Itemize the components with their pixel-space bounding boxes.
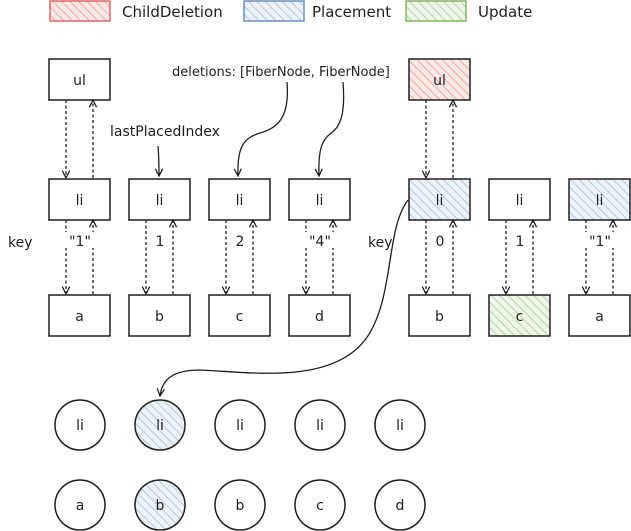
circle-child-a (54, 479, 106, 531)
right-ul-label: ul (433, 73, 446, 89)
right-key-value-2: 1 (516, 234, 525, 250)
left-li-node-4 (288, 178, 351, 221)
left-li-label-1: li (76, 193, 84, 209)
left-ul-label: ul (73, 73, 86, 89)
circle-li-label-3: li (236, 418, 244, 434)
left-li-label-4: li (316, 193, 324, 209)
left-child-label-c: c (236, 309, 244, 325)
right-li-label-3: li (596, 193, 604, 209)
circle-child-b (214, 479, 266, 531)
right-li-label-1: li (436, 193, 444, 209)
right-child-label-c: c (516, 309, 524, 325)
right-tree: ul li li li key 0 1 "1" b c a (160, 58, 631, 396)
circle-child-label-1: a (76, 498, 85, 514)
right-ul-node (408, 58, 471, 101)
annotations: lastPlacedIndex deletions: [FiberNode, F… (110, 65, 390, 176)
right-li-node-3 (568, 178, 631, 221)
circle-li-label-4: li (316, 418, 324, 434)
legend-label-childdeletion: ChildDeletion (122, 3, 223, 21)
circle-li-label-2: li (156, 418, 164, 434)
left-key-value-1: "1" (69, 234, 91, 250)
left-li-label-3: li (236, 193, 244, 209)
right-child-node-b (408, 294, 471, 337)
right-li-node-2 (488, 178, 551, 221)
last-placed-index-arrow (158, 145, 159, 176)
right-child-label-b: b (435, 309, 444, 325)
right-child-node-a (568, 294, 631, 337)
left-child-label-b: b (155, 309, 164, 325)
left-child-node-c (208, 294, 271, 337)
right-key-label: key (368, 235, 393, 251)
deletion-arrow-d (319, 81, 345, 176)
right-li-label-2: li (516, 193, 524, 209)
left-ul-node (48, 58, 111, 101)
circle-child-c (294, 479, 346, 531)
right-child-node-c (488, 294, 551, 337)
circle-li-label-5: li (396, 418, 404, 434)
placement-link-arrow (160, 199, 409, 396)
left-key-value-4: "4" (309, 234, 331, 250)
left-li-node-3 (208, 178, 271, 221)
circle-child-b-placed (134, 479, 186, 531)
legend-label-update: Update (478, 3, 532, 21)
circle-child-label-3: b (236, 498, 245, 514)
circle-child-d (374, 479, 426, 531)
left-child-label-a: a (75, 309, 84, 325)
left-child-node-b (128, 294, 191, 337)
right-li-node-1 (408, 178, 471, 221)
circle-li-5 (374, 399, 426, 451)
left-tree: ul li li li li key "1" 1 2 "4" (8, 58, 351, 337)
circle-li-2 (134, 399, 186, 451)
right-key-value-1: 0 (436, 234, 445, 250)
circle-li-1 (54, 399, 106, 451)
left-key-value-3: 2 (236, 234, 245, 250)
last-placed-index-label: lastPlacedIndex (110, 124, 220, 140)
left-li-label-2: li (156, 193, 164, 209)
left-key-value-2: 1 (156, 234, 165, 250)
right-child-label-a: a (595, 309, 604, 325)
legend-swatch-childdeletion (49, 0, 111, 22)
left-child-node-d (288, 294, 351, 337)
legend-label-placement: Placement (312, 3, 391, 21)
left-key-label: key (8, 235, 33, 251)
left-child-node-a (48, 294, 111, 337)
left-li-node-1 (48, 178, 111, 221)
legend: ChildDeletion Placement Update (49, 0, 532, 22)
legend-swatch-placement (243, 0, 305, 22)
left-li-node-2 (128, 178, 191, 221)
circle-child-label-2: b (156, 498, 165, 514)
circle-child-label-4: c (316, 498, 324, 514)
circle-row-li: li li li li li (54, 399, 426, 451)
circle-row-children: a b b c d (54, 479, 426, 531)
left-child-label-d: d (315, 309, 324, 325)
circle-li-3 (214, 399, 266, 451)
deletion-arrow-c (238, 81, 289, 176)
legend-swatch-update (405, 0, 467, 22)
circle-li-label-1: li (76, 418, 84, 434)
circle-li-4 (294, 399, 346, 451)
right-key-value-3: "1" (589, 234, 611, 250)
circle-child-label-5: d (396, 498, 405, 514)
deletions-label: deletions: [FiberNode, FiberNode] (172, 65, 390, 80)
